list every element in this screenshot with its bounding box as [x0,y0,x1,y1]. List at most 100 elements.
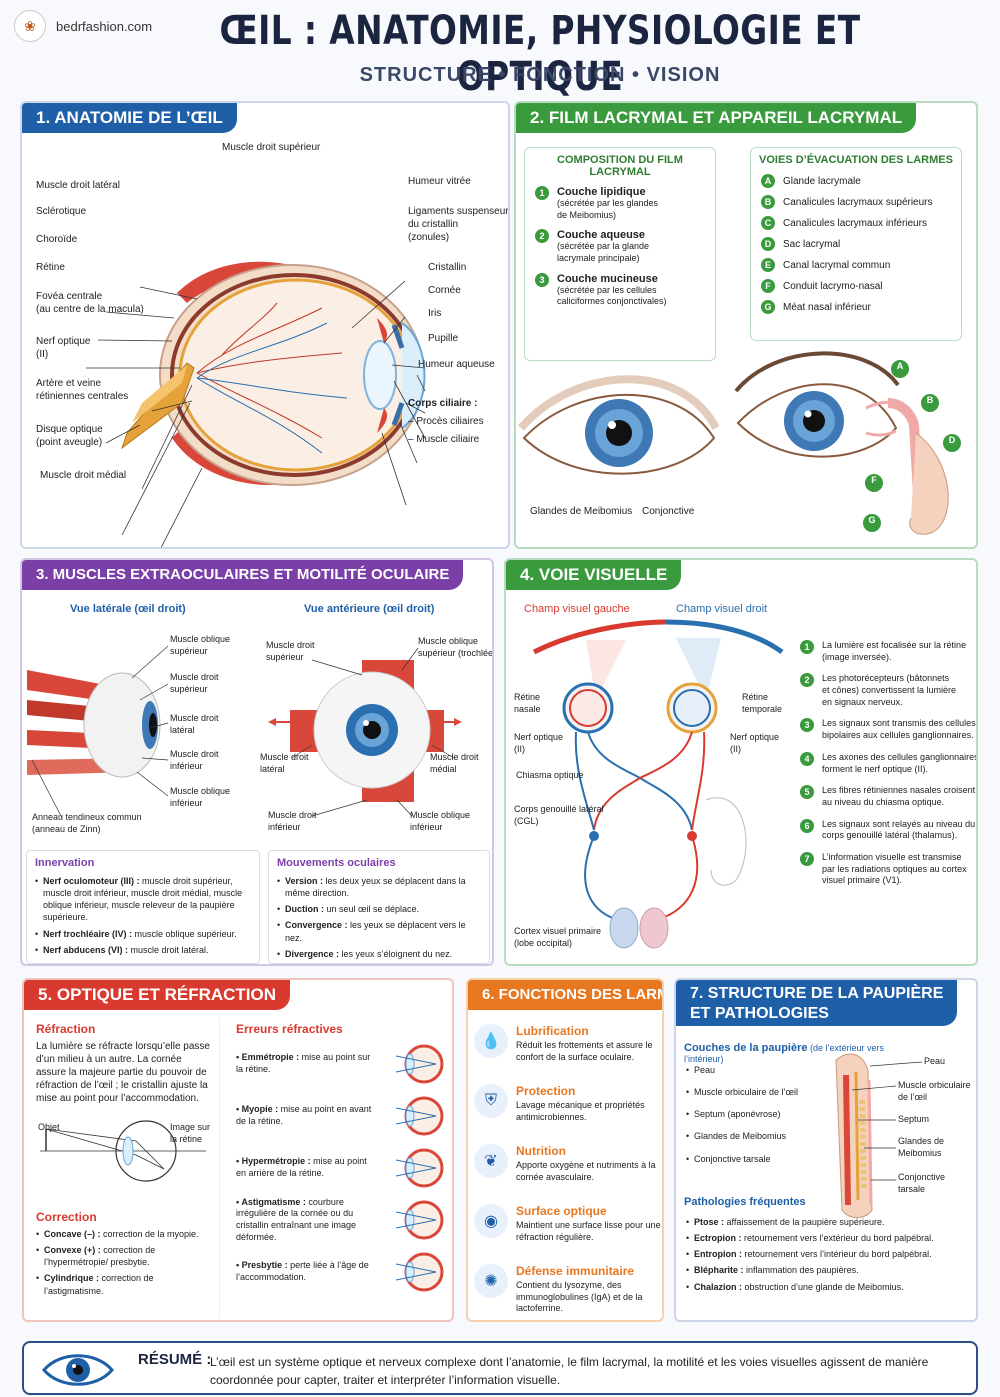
visual-step-number: 6 [800,818,814,833]
erreur-desc: mise au point en avant de la rétine. [236,1104,372,1126]
correction-item-desc: correction de l’hypermétropie/ presbytie… [44,1245,156,1268]
couche-item: Glandes de Meibomius [686,1130,826,1142]
visual-step-text: Les signaux sont transmis des cellules b… [822,718,976,741]
pathologie-item-term: Blépharite : [694,1265,744,1276]
pathologie-item: Ectropion : retournement vers l’extérieu… [686,1232,972,1244]
champ-visuel-droit: Champ visuel droit [676,603,768,615]
panel-muscles: 3. MUSCLES EXTRAOCULAIRES ET MOTILITÉ OC… [20,558,494,966]
marker-f: F [871,475,877,485]
film-layer-desc: (sécrétée par les glandes de Meibomius) [557,198,659,220]
pathologie-item-desc: retournement vers l’extérieur du bord pa… [741,1233,934,1244]
voie-name: Méat nasal inférieur [783,301,871,313]
panel-title: 2. FILM LACRYMAL ET APPAREIL LACRYMAL [516,103,917,133]
eye-illustration-right [734,351,949,535]
innervation-list: Nerf oculomoteur (III) : muscle droit su… [35,875,251,956]
shield-icon: ⛨ [474,1084,508,1118]
site-name: bedrfashion.com [56,18,153,34]
erreur-desc: mise au point sur la rétine. [236,1052,371,1074]
voie-name: Conduit lacrymo-nasal [783,280,883,292]
innervation-item: Nerf trochléaire (IV) : muscle oblique s… [35,928,251,940]
erreurs-column: Erreurs réfractives • Emmétropie : mise … [230,1018,452,1318]
erreur-item: • Hypermétropie : mise au point en arriè… [236,1146,446,1190]
erreur-item: • Emmétropie : mise au point sur la réti… [236,1042,446,1086]
pathologie-item: Chalazion : obstruction d’une glande de … [686,1281,972,1293]
eyelid-label-orbiculaire: Muscle orbiculaire de l’œil [898,1080,971,1102]
panel-title: 5. OPTIQUE ET RÉFRACTION [24,980,291,1010]
eyelid-diagram [835,1053,923,1218]
ant-label-droit-lateral: Muscle droit latéral [260,752,309,774]
innervation-item-desc: muscle droit supérieur, muscle droit inf… [43,876,243,923]
erreur-text: • Hypermétropie : mise au point en arriè… [236,1156,376,1179]
function-name: Protection [516,1084,576,1098]
panel-title: 1. ANATOMIE DE L’ŒIL [22,103,237,133]
erreur-term: • Astigmatisme : [236,1196,306,1207]
lat-label-droit-superieur: Muscle droit supérieur [170,672,219,694]
label-disque-optique: Disque optique (point aveugle) [36,424,103,448]
erreur-term: • Presbytie : [236,1260,288,1271]
visual-step-text: L’information visuelle est transmise par… [822,851,967,886]
correction-heading: Correction [36,1210,97,1224]
voie-letter: G [761,300,775,314]
visual-step-number: 5 [800,785,814,800]
mouvement-item-desc: les yeux se déplacent vers le nez. [285,920,466,943]
mouvement-item: Duction : un seul œil se déplace. [277,903,481,915]
innervation-item-term: Nerf oculomoteur (III) : [43,876,140,886]
refraction-column: Réfraction La lumière se réfracte lorsqu… [28,1018,220,1318]
label-conjonctive: Conjonctive [642,506,695,517]
panel-title: 4. VOIE VISUELLE [506,560,682,590]
refraction-diagram [40,1120,206,1182]
pathologie-item-desc: affaissement de la paupière supérieure. [724,1217,885,1227]
panel-paupiere: 7. STRUCTURE DE LA PAUPIÈRE ET PATHOLOGI… [674,978,978,1322]
erreur-item: • Astigmatisme : courbure irrégulière de… [236,1196,446,1242]
mouvement-item: Divergence : les yeux s’éloignent du nez… [277,948,481,960]
label-retine-nasale: Rétine nasale [514,692,541,714]
eye-illustration-left [517,375,720,475]
ant-label-oblique-inferieur: Muscle oblique inférieur [410,810,471,832]
voies-heading: VOIES D’ÉVACUATION DES LARMES [759,154,953,166]
voie-name: Sac lacrymal [783,238,841,250]
anterior-view-heading: Vue antérieure (œil droit) [304,603,435,615]
label-muscle-droit-superieur: Muscle droit supérieur [222,142,321,153]
innervation-box: Innervation Nerf oculomoteur (III) : mus… [26,850,260,964]
ant-label-droit-inferieur: Muscle droit inférieur [268,810,317,832]
virus-icon: ✺ [474,1264,508,1298]
correction-item-term: Convexe (+) : [44,1245,101,1256]
marker-b: B [926,395,934,405]
pathologie-item-desc: obstruction d’une glande de Meibomius. [742,1281,904,1292]
visual-step-number: 3 [800,718,814,733]
correction-item-term: Concave (–) : [44,1229,101,1239]
film-layer-name: Couche mucineuse [557,272,658,285]
label-pupille: Pupille [428,333,459,344]
pathologie-item-term: Ectropion : [694,1233,742,1244]
voie-letter: C [761,216,775,230]
mouvement-item-desc: les yeux s’éloignent du nez. [339,948,453,959]
pathologie-item: Blépharite : inflammation des paupières. [686,1264,972,1276]
mouvement-item-term: Version : [285,876,324,886]
erreur-text: • Presbytie : perte liée à l’âge de l’ac… [236,1260,376,1283]
voie-letter: B [761,195,775,209]
refraction-text: La lumière se réfracte lorsqu’elle passe… [36,1041,210,1104]
correction-item-desc: correction de la myopie. [100,1229,199,1239]
innervation-item-term: Nerf trochléaire (IV) : [43,928,133,939]
eyelid-label-conjonctive: Conjonctive tarsale [898,1172,946,1194]
function-name: Nutrition [516,1144,566,1158]
refraction-eye-icon [396,1252,444,1292]
leaf-icon: ❦ [474,1144,508,1178]
pathologies-heading: Pathologies fréquentes [684,1196,806,1208]
voie-name: Glande lacrymale [783,175,861,187]
label-iris: Iris [428,308,442,319]
voie-name: Canal lacrymal commun [783,259,891,271]
lat-label-droit-inferieur: Muscle droit inférieur [170,749,219,771]
summary-label: RÉSUMÉ : [138,1351,212,1368]
label-image-retine: Image sur la rétine [170,1122,211,1144]
